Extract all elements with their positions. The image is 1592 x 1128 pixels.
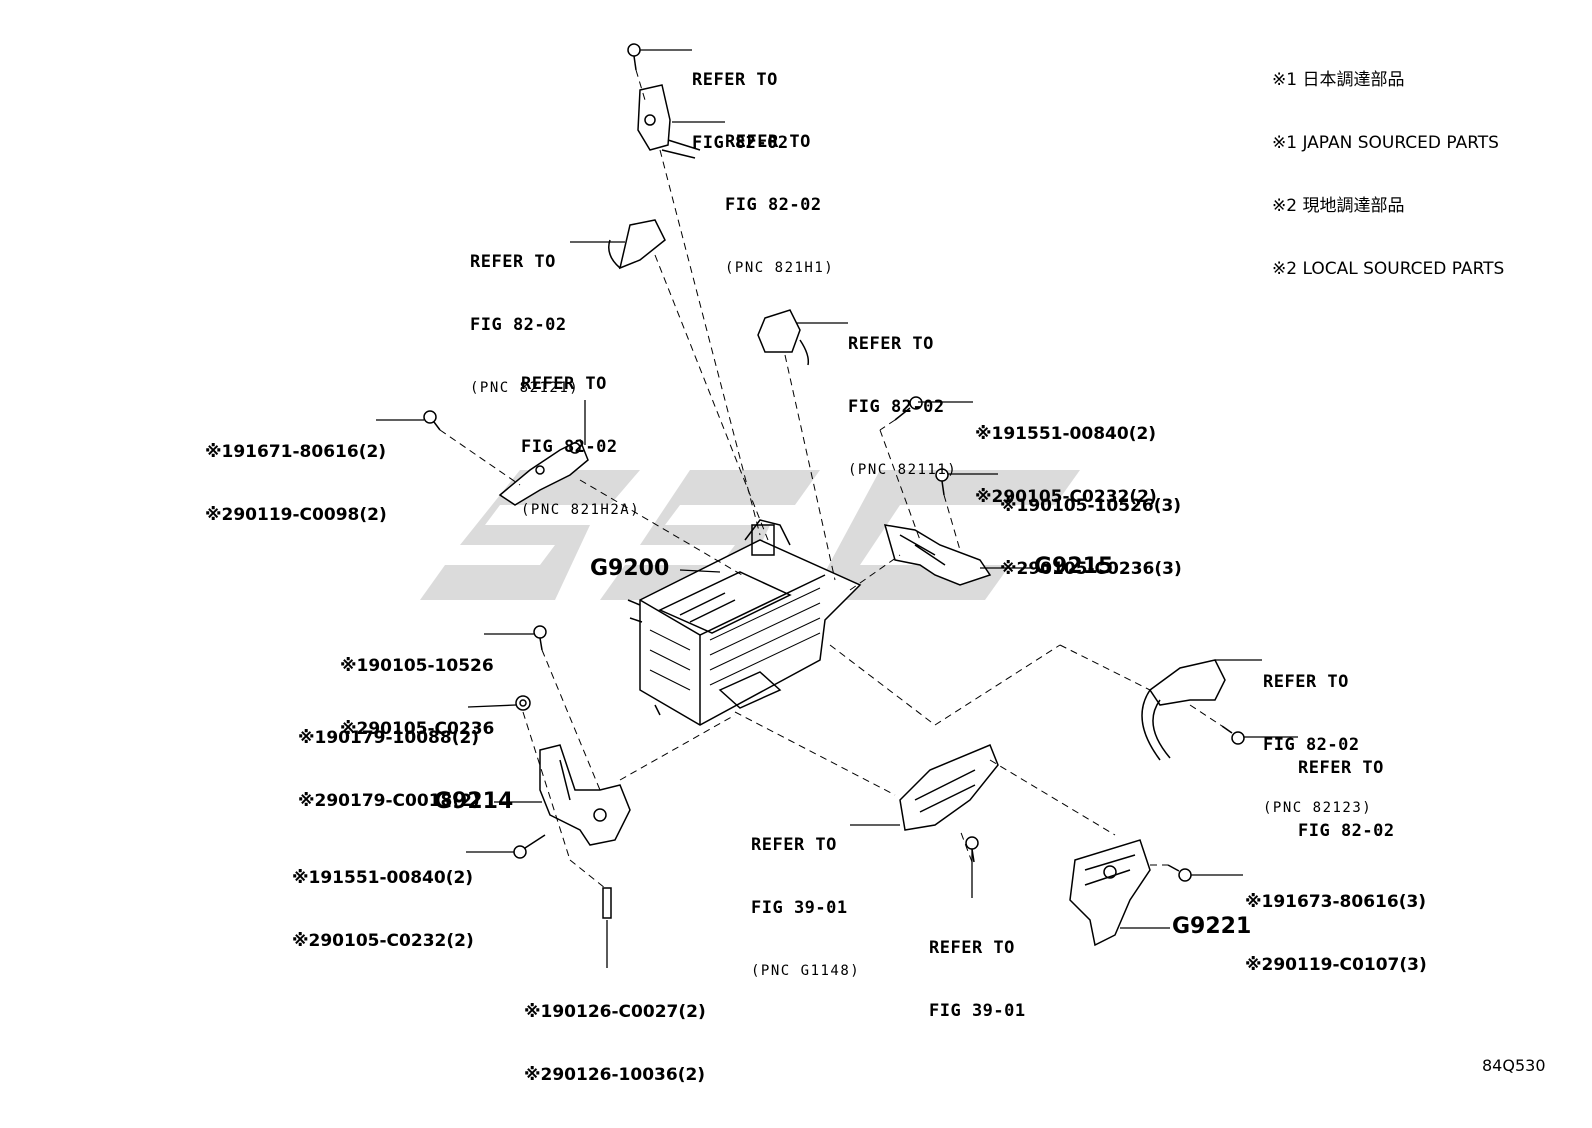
- refer-line: FIG 82-02: [692, 133, 789, 153]
- refer-line: FIG 82-02: [470, 315, 567, 335]
- part-number: ※290126-10036(2): [524, 1065, 706, 1085]
- part-numbers-p6[interactable]: ※191551-00840(2) ※290105-C0232(2): [292, 826, 474, 994]
- refer-label-r3[interactable]: REFER TO FIG 82-02 (PNC 82121): [470, 210, 579, 441]
- nut-p5: [515, 695, 531, 711]
- part-number: ※191551-00840(2): [292, 868, 474, 888]
- note-line: ※1 JAPAN SOURCED PARTS: [1272, 133, 1499, 153]
- refer-line: REFER TO: [929, 938, 1015, 958]
- part-number: ※290105-C0236(3): [1000, 559, 1182, 579]
- refer-line: REFER TO: [1263, 672, 1349, 692]
- bolt-p2: [894, 396, 923, 421]
- refer-label-r7[interactable]: REFER TO FIG 82-02: [1298, 716, 1395, 884]
- refer-label-r4[interactable]: REFER TO FIG 82-02 (PNC 82111): [848, 292, 957, 523]
- refer-line: FIG 39-01: [929, 1001, 1026, 1021]
- ssc-watermark: [420, 470, 1080, 600]
- refer-label-r5[interactable]: REFER TO FIG 82-02 (PNC 821H2A): [521, 332, 640, 563]
- part-number: ※190105-10526: [340, 656, 494, 676]
- pnc-code: (PNC 82123): [1263, 800, 1373, 816]
- part-number: ※290119-C0098(2): [205, 505, 387, 525]
- part-numbers-p4[interactable]: ※190105-10526 ※290105-C0236: [340, 614, 494, 782]
- part-number: ※190105-10526(3): [1000, 496, 1182, 516]
- callout-g9200[interactable]: G9200: [590, 556, 670, 581]
- refer-line: REFER TO: [848, 334, 934, 354]
- bracket-82121: [608, 219, 666, 270]
- refer-line: REFER TO: [725, 132, 811, 152]
- bolt-p1: [423, 410, 441, 431]
- callout-g9221[interactable]: G9221: [1172, 914, 1252, 939]
- note-line: ※2 現地調達部品: [1272, 196, 1405, 216]
- refer-line: REFER TO: [521, 374, 607, 394]
- part-numbers-p5[interactable]: ※190179-10088(2) ※290179-C0018(2): [298, 686, 480, 854]
- part-number: ※191673-80616(3): [1245, 892, 1427, 912]
- refer-label-r8[interactable]: REFER TO FIG 39-01 (PNC G1148): [751, 793, 860, 1024]
- bolt-p6: [513, 834, 546, 859]
- pnc-code: (PNC 82111): [848, 462, 958, 478]
- note-line: ※1 日本調達部品: [1272, 70, 1405, 90]
- refer-line: FIG 82-02: [848, 397, 945, 417]
- part-number: ※191671-80616(2): [205, 442, 387, 462]
- part-number: ※290105-C0232(2): [292, 931, 474, 951]
- refer-label-r1[interactable]: REFER TO FIG 82-02: [692, 28, 789, 196]
- refer-line: REFER TO: [751, 835, 837, 855]
- parts-diagram: ※1 日本調達部品 ※1 JAPAN SOURCED PARTS ※2 現地調達…: [205, 28, 1546, 1085]
- bolt-p3: [935, 468, 949, 496]
- sensor-821H2A: [498, 438, 589, 506]
- refer-label-r9[interactable]: REFER TO FIG 39-01: [929, 896, 1026, 1064]
- part-numbers-p3[interactable]: ※190105-10526(3) ※290105-C0236(3): [1000, 454, 1182, 622]
- bracket-g9214: [539, 744, 631, 846]
- pnc-code: (PNC 82121): [470, 380, 580, 396]
- refer-line: FIG 39-01: [751, 898, 848, 918]
- part-number: ※290105-C0236: [340, 719, 495, 739]
- part-number: ※190126-C0027(2): [524, 1002, 706, 1022]
- bracket-g9215: [883, 524, 992, 586]
- connector-g1148: [899, 744, 999, 831]
- inverter-assembly: [627, 519, 862, 726]
- refer-line: REFER TO: [692, 70, 778, 90]
- bolt-p4: [533, 625, 547, 651]
- part-numbers-p2[interactable]: ※191551-00840(2) ※290105-C0232(2): [975, 382, 1157, 550]
- callout-g9214[interactable]: G9214: [434, 789, 514, 814]
- refer-label-r6[interactable]: REFER TO FIG 82-02 (PNC 82123): [1263, 630, 1372, 861]
- figure-id: 84Q530: [1482, 1056, 1546, 1075]
- bolt-p8: [1167, 864, 1192, 882]
- part-number: ※290105-C0232(2): [975, 487, 1157, 507]
- part-numbers-p8[interactable]: ※191673-80616(3) ※290119-C0107(3): [1245, 850, 1427, 1018]
- cable-82123: [1141, 659, 1226, 761]
- bolt-r7: [1221, 725, 1245, 745]
- diagram-drawing: [376, 43, 1298, 968]
- refer-label-r2[interactable]: REFER TO FIG 82-02 (PNC 821H1): [725, 90, 834, 321]
- stud-p7: [602, 887, 612, 919]
- pnc-code: (PNC 821H1): [725, 260, 835, 276]
- part-number: ※290179-C0018(2): [298, 791, 480, 811]
- bolt-top: [627, 43, 641, 71]
- part-number: ※190179-10088(2): [298, 728, 480, 748]
- refer-line: REFER TO: [470, 252, 556, 272]
- callout-g9215[interactable]: G9215: [1034, 554, 1114, 579]
- refer-line: REFER TO: [1298, 758, 1384, 778]
- part-numbers-p1[interactable]: ※191671-80616(2) ※290119-C0098(2): [205, 400, 387, 568]
- legend-notes: ※1 日本調達部品 ※1 JAPAN SOURCED PARTS ※2 現地調達…: [1272, 28, 1504, 322]
- refer-line: FIG 82-02: [521, 437, 618, 457]
- pnc-code: (PNC 821H2A): [521, 502, 641, 518]
- part-number: ※290119-C0107(3): [1245, 955, 1427, 975]
- assembly-lines: [439, 69, 1223, 889]
- clamp-82111: [757, 309, 810, 366]
- connector-821H1: [637, 84, 701, 159]
- refer-line: FIG 82-02: [1298, 821, 1395, 841]
- part-number: ※191551-00840(2): [975, 424, 1157, 444]
- cover-g9221: [1069, 839, 1151, 947]
- leader-lines: [376, 49, 1298, 968]
- note-line: ※2 LOCAL SOURCED PARTS: [1272, 259, 1505, 279]
- refer-line: FIG 82-02: [1263, 735, 1360, 755]
- pnc-code: (PNC G1148): [751, 963, 861, 979]
- part-numbers-p7[interactable]: ※190126-C0027(2) ※290126-10036(2): [524, 960, 706, 1128]
- refer-line: FIG 82-02: [725, 195, 822, 215]
